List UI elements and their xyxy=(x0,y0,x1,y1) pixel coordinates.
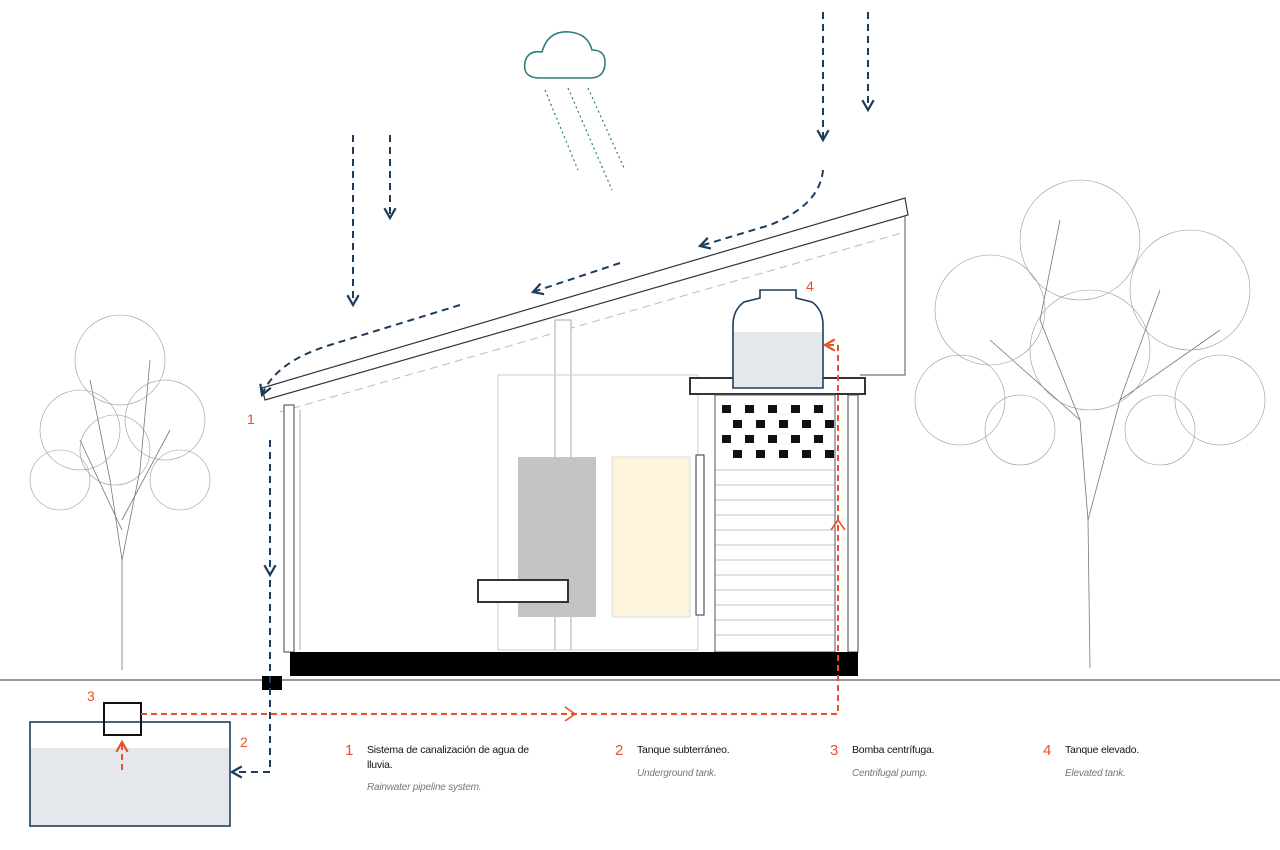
legend-number: 1 xyxy=(345,742,354,759)
marker-3: 3 xyxy=(87,688,95,704)
brick-pattern xyxy=(715,469,835,636)
legend-spanish: Sistema de canalización de agua de lluvi… xyxy=(367,744,529,771)
legend-number: 2 xyxy=(615,742,624,759)
legend-spanish: Tanque elevado. xyxy=(1065,744,1140,756)
floor-slab xyxy=(290,652,858,676)
legend-number: 3 xyxy=(830,742,839,759)
pumped-water-flow xyxy=(115,338,839,770)
tree-left xyxy=(29,314,211,670)
legend-spanish: Bomba centrífuga. xyxy=(852,744,935,756)
legend-spanish: Tanque subterráneo. xyxy=(637,744,730,756)
legend-english: Centrifugal pump. xyxy=(852,768,928,779)
legend-english: Underground tank. xyxy=(637,768,717,779)
marker-4: 4 xyxy=(806,278,814,294)
lattice-blocks xyxy=(722,405,834,458)
legend-number: 4 xyxy=(1043,742,1052,759)
legend-english: Elevated tank. xyxy=(1065,768,1126,779)
marker-1: 1 xyxy=(247,411,255,427)
rainwater-flow xyxy=(229,12,875,779)
legend-english: Rainwater pipeline system. xyxy=(367,782,482,793)
house-section xyxy=(261,197,909,690)
marker-2: 2 xyxy=(240,734,248,750)
rain-lines xyxy=(544,87,625,191)
tree-right xyxy=(914,179,1266,669)
centrifugal-pump xyxy=(103,702,142,736)
cloud-icon xyxy=(523,31,606,79)
